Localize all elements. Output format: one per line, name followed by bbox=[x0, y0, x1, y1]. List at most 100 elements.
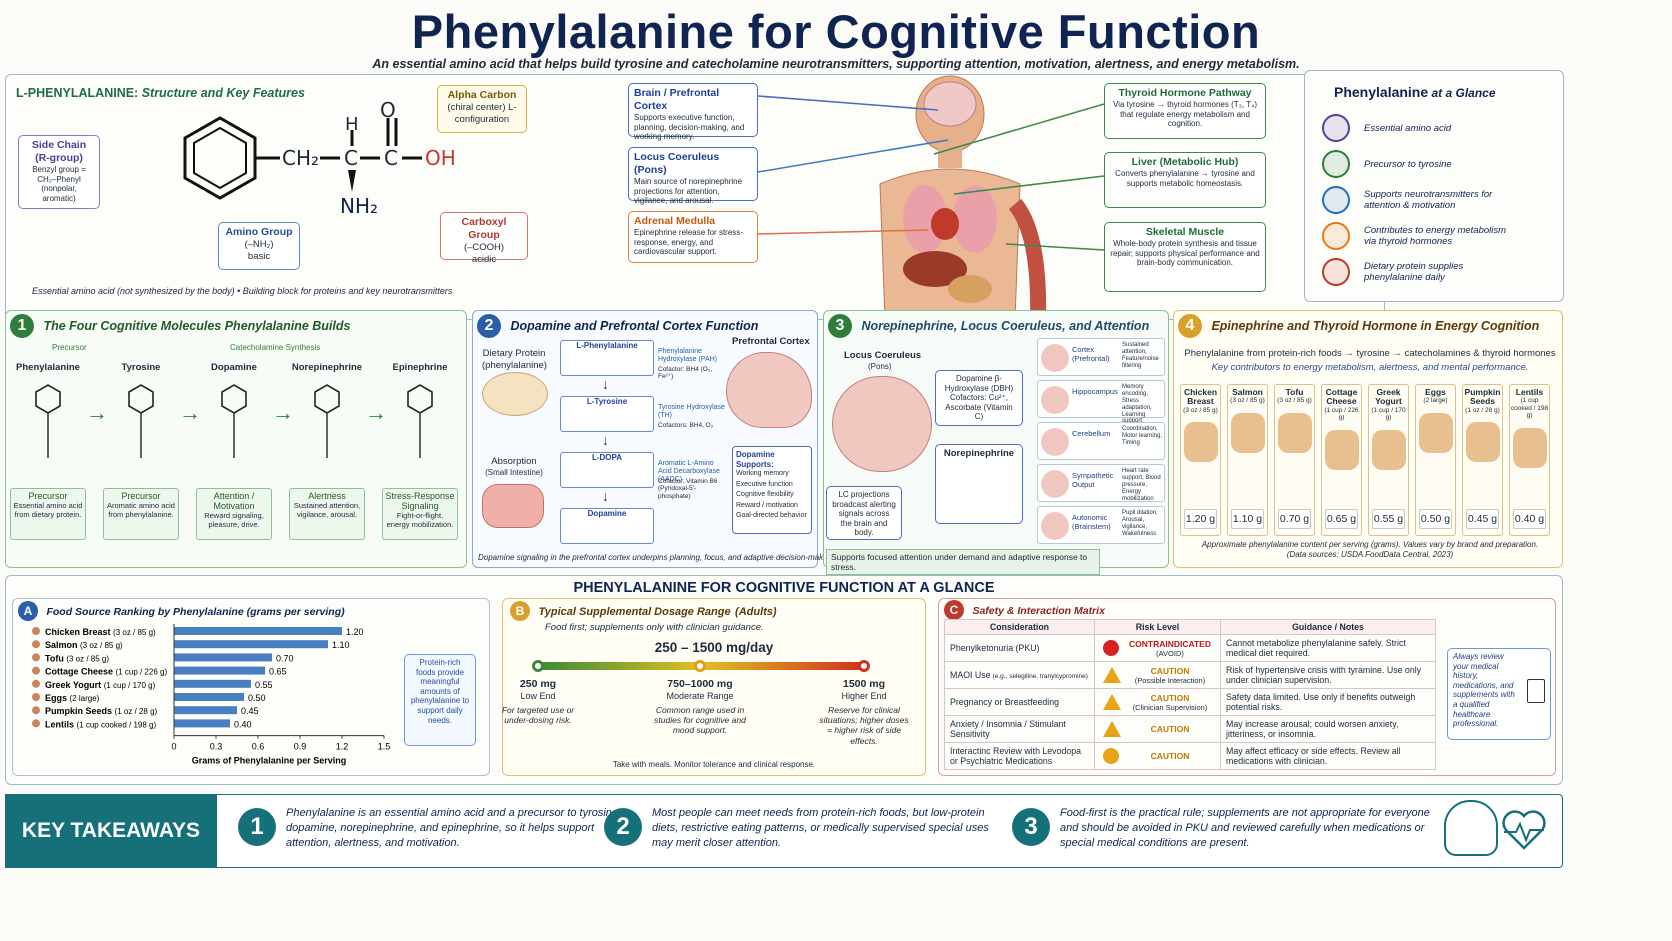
body-connector-lines bbox=[758, 95, 1105, 251]
chart-category-label: Lentils (1 cup cooked / 198 g) bbox=[45, 719, 156, 729]
safety-note: Safety data limited. Use only if benefit… bbox=[1220, 688, 1436, 716]
panel-3-footer: Supports focused attention under demand … bbox=[826, 549, 1100, 576]
food-thumb-icon bbox=[32, 666, 40, 675]
chart-bar bbox=[174, 640, 328, 649]
warning-triangle-icon bbox=[1103, 694, 1121, 710]
chart-tick-label: 1.2 bbox=[336, 742, 349, 752]
panel-2-footer: Dopamine signaling in the prefrontal cor… bbox=[478, 553, 836, 562]
chart-tick-label: 0 bbox=[171, 742, 176, 752]
safety-consideration: Anxiety / Insomnia / Stimulant Sensitivi… bbox=[944, 715, 1095, 743]
brain-icon bbox=[1444, 800, 1498, 856]
lc-projections-box: LC projections broadcast alerting signal… bbox=[826, 486, 902, 540]
ne-target-name: Autonomic (Brainstem) bbox=[1072, 513, 1111, 531]
glance-item-text: Essential amino acid bbox=[1364, 122, 1452, 134]
safety-row: MAOI Use(e.g., selegiline, tranylcypromi… bbox=[944, 661, 1436, 689]
down-arrow-icon: ↓ bbox=[602, 432, 609, 448]
glance-item: Dietary protein supplies phenylalanine d… bbox=[1322, 254, 1557, 290]
food-thumb-icon bbox=[32, 653, 40, 662]
takeaway-number: 2 bbox=[604, 808, 642, 846]
food-cell: Tofu(3 oz / 85 g)0.70 g bbox=[1274, 384, 1315, 536]
shield-icon bbox=[1322, 258, 1350, 286]
safety-level: CAUTION bbox=[1094, 742, 1221, 770]
takeaway-text: Phenylalanine is an essential amino acid… bbox=[286, 807, 622, 849]
panel-3-header: 3 Norepinephrine, Locus Coeruleus, and A… bbox=[828, 314, 1149, 338]
safety-consideration: Phenylketonuria (PKU) bbox=[944, 634, 1095, 662]
food-cell: Chicken Breast(3 oz / 85 g)1.20 g bbox=[1180, 384, 1221, 536]
safety-consideration: Pregnancy or Breastfeeding bbox=[944, 688, 1095, 716]
molecule-name: Phenylalanine bbox=[16, 362, 80, 373]
risk-level-text: CAUTION bbox=[1150, 724, 1190, 734]
dose-label: Higher End bbox=[841, 691, 887, 701]
arrow-icon: → bbox=[272, 400, 294, 425]
molecule-icon bbox=[1322, 114, 1350, 142]
alpha-carbon-box: Alpha Carbon (chiral center) L-configura… bbox=[437, 85, 527, 133]
glance-item-text: Supports neurotransmitters for attention… bbox=[1364, 189, 1493, 211]
food-name: Cottage Cheese bbox=[1325, 387, 1358, 407]
chart-data-label: 0.70 bbox=[276, 653, 294, 663]
glance-section-title: PHENYLALANINE FOR COGNITIVE FUNCTION AT … bbox=[573, 580, 995, 596]
ne-target-name: Cerebellum bbox=[1072, 429, 1111, 438]
molecule-structure-icon bbox=[221, 384, 247, 458]
glance-item: Contributes to energy metabolism via thy… bbox=[1322, 218, 1557, 254]
molecule-role: Alertness bbox=[308, 491, 346, 501]
down-arrow-icon: ↓ bbox=[602, 488, 609, 504]
food-serving: (3 oz / 85 g) bbox=[1183, 406, 1218, 414]
molecule-desc: Reward signaling, pleasure, drive. bbox=[204, 511, 264, 529]
dosage-footer: Take with meals. Monitor tolerance and c… bbox=[612, 760, 816, 769]
food-serving: (1 oz / 28 g) bbox=[1465, 406, 1500, 414]
food-serving: (1 cup / 226 g) bbox=[1324, 406, 1359, 422]
panel-1-header: 1 The Four Cognitive Molecules Phenylala… bbox=[10, 314, 350, 338]
food-plate-image bbox=[482, 372, 548, 416]
food-value: 0.55 g bbox=[1372, 509, 1405, 529]
dbh-box: Dopamine β-Hydroxylase (DBH) Cofactors: … bbox=[935, 370, 1023, 426]
enzyme-label: Tyrosine Hydroxylase (TH) bbox=[658, 404, 725, 420]
chart-category-label: Pumpkin Seeds (1 oz / 28 g) bbox=[45, 706, 158, 716]
food-thumb-icon bbox=[32, 640, 40, 649]
dosage-range: 250 – 1500 mg/day bbox=[654, 640, 774, 655]
catecholamine-label: Catecholamine Synthesis bbox=[230, 343, 321, 352]
takeaway-number: 1 bbox=[238, 808, 276, 846]
food-serving: (3 oz / 85 g) bbox=[1277, 397, 1312, 405]
dosage-note: Food first; supplements only with clinic… bbox=[545, 622, 764, 633]
ne-target-icon bbox=[1041, 470, 1069, 498]
risk-circle-icon bbox=[1103, 640, 1119, 656]
food-value: 0.70 g bbox=[1278, 509, 1311, 529]
chart-x-label: Grams of Phenylalanine per Serving bbox=[192, 756, 347, 766]
molecule-role: Precursor bbox=[121, 491, 161, 501]
food-cell: Cottage Cheese(1 cup / 226 g)0.65 g bbox=[1321, 384, 1362, 536]
pathway-step-name: L-Tyrosine bbox=[586, 397, 628, 406]
molecule-name: Dopamine bbox=[211, 362, 257, 373]
chart-category-label: Chicken Breast (3 oz / 85 g) bbox=[45, 627, 156, 637]
safety-matrix-table: Consideration Risk Level Guidance / Note… bbox=[944, 619, 1436, 770]
amino-group-box: Amino Group (–NH₂) basic bbox=[218, 222, 300, 270]
cofactor-label: Cofactor: Vitamin B6 (Pyridoxal-5'-phosp… bbox=[658, 478, 718, 500]
panel-b bbox=[502, 598, 926, 776]
chart-category-label: Tofu (3 oz / 85 g) bbox=[45, 653, 109, 663]
pathway-step-name: Dopamine bbox=[587, 509, 627, 518]
support-item: Cognitive flexibility bbox=[736, 491, 794, 499]
takeaway-text: Most people can meet needs from protein-… bbox=[652, 807, 989, 849]
food-cell: Lentils(1 cup cooked / 198 g)0.40 g bbox=[1509, 384, 1550, 536]
food-value: 0.45 g bbox=[1466, 509, 1499, 529]
chart-bar bbox=[174, 627, 342, 635]
takeaway-text: Food-first is the practical rule; supple… bbox=[1060, 807, 1430, 849]
precursor-label: Precursor bbox=[52, 343, 87, 352]
oxygen-label: O bbox=[380, 98, 396, 122]
ne-target-name: Hippocampus bbox=[1072, 387, 1118, 396]
link-icon bbox=[1322, 150, 1350, 178]
food-name: Pumpkin Seeds bbox=[1464, 387, 1501, 407]
food-cell: Pumpkin Seeds(1 oz / 28 g) 0.45 g bbox=[1462, 384, 1503, 536]
enzyme-label: Phenylalanine Hydroxylase (PAH) bbox=[658, 348, 717, 364]
ne-target-effect: Pupil dilation, Arousal, vigilance, Wake… bbox=[1122, 510, 1158, 537]
head-icon bbox=[1322, 186, 1350, 214]
ne-target-effect: Heart rate support, Blood pressure, Ener… bbox=[1122, 468, 1161, 502]
ne-target-name: Cortex (Prefrontal) bbox=[1072, 345, 1110, 363]
chart-data-label: 0.45 bbox=[241, 706, 259, 716]
chart-data-label: 0.55 bbox=[255, 680, 273, 690]
